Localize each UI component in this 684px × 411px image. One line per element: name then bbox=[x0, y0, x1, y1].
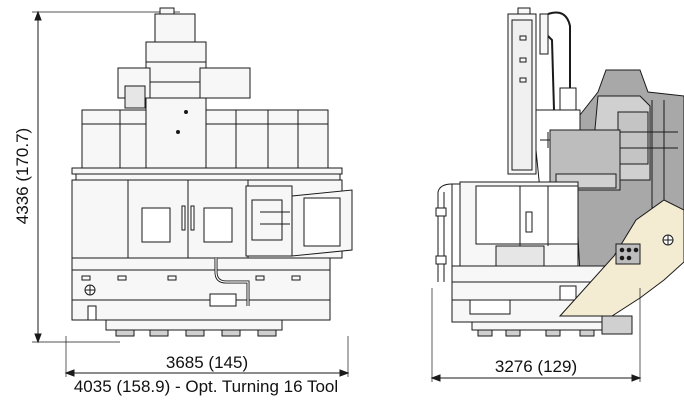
depth-dimension-line bbox=[430, 288, 642, 382]
option-width-dimension-label: 4035 (158.9) - Opt. Turning 16 Tool bbox=[74, 377, 338, 396]
height-dimension-label: 4336 (170.7) bbox=[13, 128, 32, 224]
side-view bbox=[430, 7, 684, 382]
width-dimension-label: 3685 (145) bbox=[166, 353, 248, 372]
door-window-left bbox=[141, 207, 171, 243]
front-view bbox=[32, 7, 353, 377]
door-window-right bbox=[203, 207, 233, 243]
height-dimension-line bbox=[32, 10, 180, 344]
base bbox=[71, 257, 331, 321]
width-dimension-line bbox=[64, 336, 350, 377]
control-panel bbox=[615, 243, 641, 265]
depth-dimension-label: 3276 (129) bbox=[495, 357, 577, 376]
